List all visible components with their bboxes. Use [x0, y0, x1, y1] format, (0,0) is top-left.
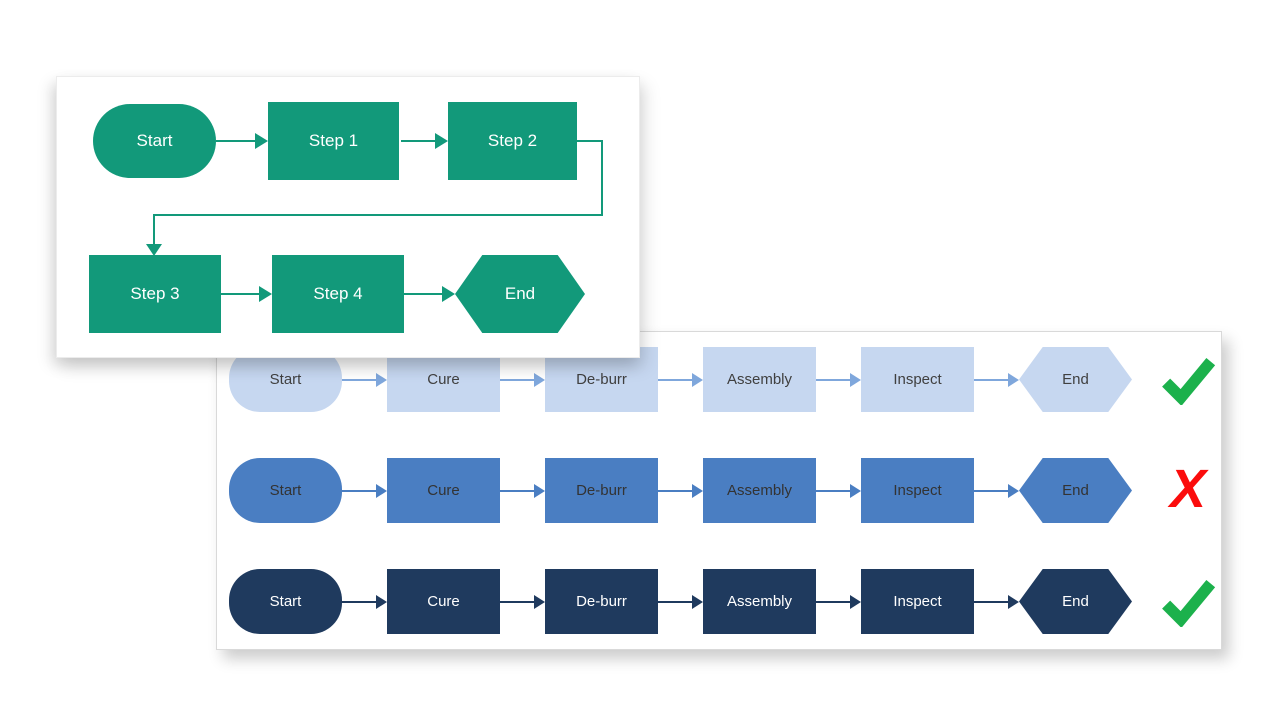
arrow-right-icon — [401, 133, 448, 149]
flow-row-dark: Start Cure De-burr Assembly Inspect End — [229, 569, 1218, 634]
arrow-right-icon — [816, 483, 861, 499]
flow-row-light: Start Cure De-burr Assembly Inspect End — [229, 347, 1218, 412]
arrow-right-icon — [974, 372, 1019, 388]
node-label: End — [1062, 482, 1089, 499]
node-label: Assembly — [726, 482, 793, 499]
node-step1: Step 1 — [268, 102, 399, 180]
flow-row-medium: Start Cure De-burr Assembly Inspect End … — [229, 458, 1218, 523]
node-label: Assembly — [726, 593, 793, 610]
node-end: End — [1019, 458, 1132, 523]
arrow-right-icon — [658, 372, 703, 388]
node-start: Start — [229, 569, 342, 634]
node-step4: Step 4 — [272, 255, 404, 333]
arrow-right-icon — [342, 594, 387, 610]
node-assembly: Assembly — [703, 569, 816, 634]
arrow-right-icon — [342, 483, 387, 499]
node-assembly: Assembly — [703, 458, 816, 523]
node-label: End — [504, 284, 536, 303]
arrow-right-icon — [216, 133, 268, 149]
arrow-right-icon — [500, 594, 545, 610]
node-label: Step 1 — [308, 131, 359, 150]
node-step3: Step 3 — [89, 255, 221, 333]
node-deburr: De-burr — [545, 458, 658, 523]
node-label: Step 4 — [313, 284, 363, 303]
result-indicator — [1158, 350, 1218, 410]
arrow-right-icon — [658, 594, 703, 610]
connector-line — [153, 214, 155, 245]
node-label: Inspect — [893, 593, 942, 610]
node-label: Assembly — [726, 371, 793, 388]
node-label: De-burr — [576, 482, 627, 499]
arrow-right-icon — [974, 594, 1019, 610]
node-label: Cure — [427, 482, 460, 499]
node-label: Inspect — [893, 371, 942, 388]
node-end: End — [455, 255, 585, 333]
node-start: Start — [229, 458, 342, 523]
node-inspect: Inspect — [861, 569, 974, 634]
result-indicator — [1158, 572, 1218, 632]
node-step2: Step 2 — [448, 102, 577, 180]
arrow-right-icon — [974, 483, 1019, 499]
check-icon — [1162, 357, 1216, 405]
node-label: Start — [269, 593, 302, 610]
node-label: Inspect — [893, 482, 942, 499]
arrow-right-icon — [816, 594, 861, 610]
connector-line — [153, 214, 603, 216]
node-label: De-burr — [576, 593, 627, 610]
node-label: Start — [136, 131, 173, 150]
node-inspect: Inspect — [861, 347, 974, 412]
node-end: End — [1019, 347, 1132, 412]
comparison-flowchart-panel: Start Cure De-burr Assembly Inspect End … — [216, 331, 1222, 650]
arrow-right-icon — [342, 372, 387, 388]
connector-line — [577, 140, 603, 142]
node-start: Start — [93, 104, 216, 178]
node-cure: Cure — [387, 569, 500, 634]
node-assembly: Assembly — [703, 347, 816, 412]
connector-line — [601, 140, 603, 216]
node-label: Start — [269, 371, 302, 388]
node-label: Step 3 — [130, 284, 180, 303]
node-deburr: De-burr — [545, 569, 658, 634]
node-label: End — [1062, 371, 1089, 388]
node-label: Cure — [427, 593, 460, 610]
check-icon — [1162, 579, 1216, 627]
node-label: Step 2 — [487, 131, 538, 150]
node-deburr: De-burr — [545, 347, 658, 412]
arrow-right-icon — [404, 286, 455, 302]
result-indicator: X — [1158, 461, 1218, 521]
node-cure: Cure — [387, 458, 500, 523]
node-label: Cure — [427, 371, 460, 388]
arrow-right-icon — [816, 372, 861, 388]
arrow-right-icon — [221, 286, 272, 302]
node-label: End — [1062, 593, 1089, 610]
arrow-right-icon — [658, 483, 703, 499]
node-inspect: Inspect — [861, 458, 974, 523]
node-label: De-burr — [576, 371, 627, 388]
x-icon: X — [1169, 458, 1207, 519]
arrow-down-icon — [146, 244, 162, 256]
arrow-right-icon — [500, 483, 545, 499]
arrow-right-icon — [500, 372, 545, 388]
node-label: Start — [269, 482, 302, 499]
generic-flowchart-panel: Start Step 1 Step 2 Step 3 Step 4 End — [56, 76, 640, 358]
node-end: End — [1019, 569, 1132, 634]
